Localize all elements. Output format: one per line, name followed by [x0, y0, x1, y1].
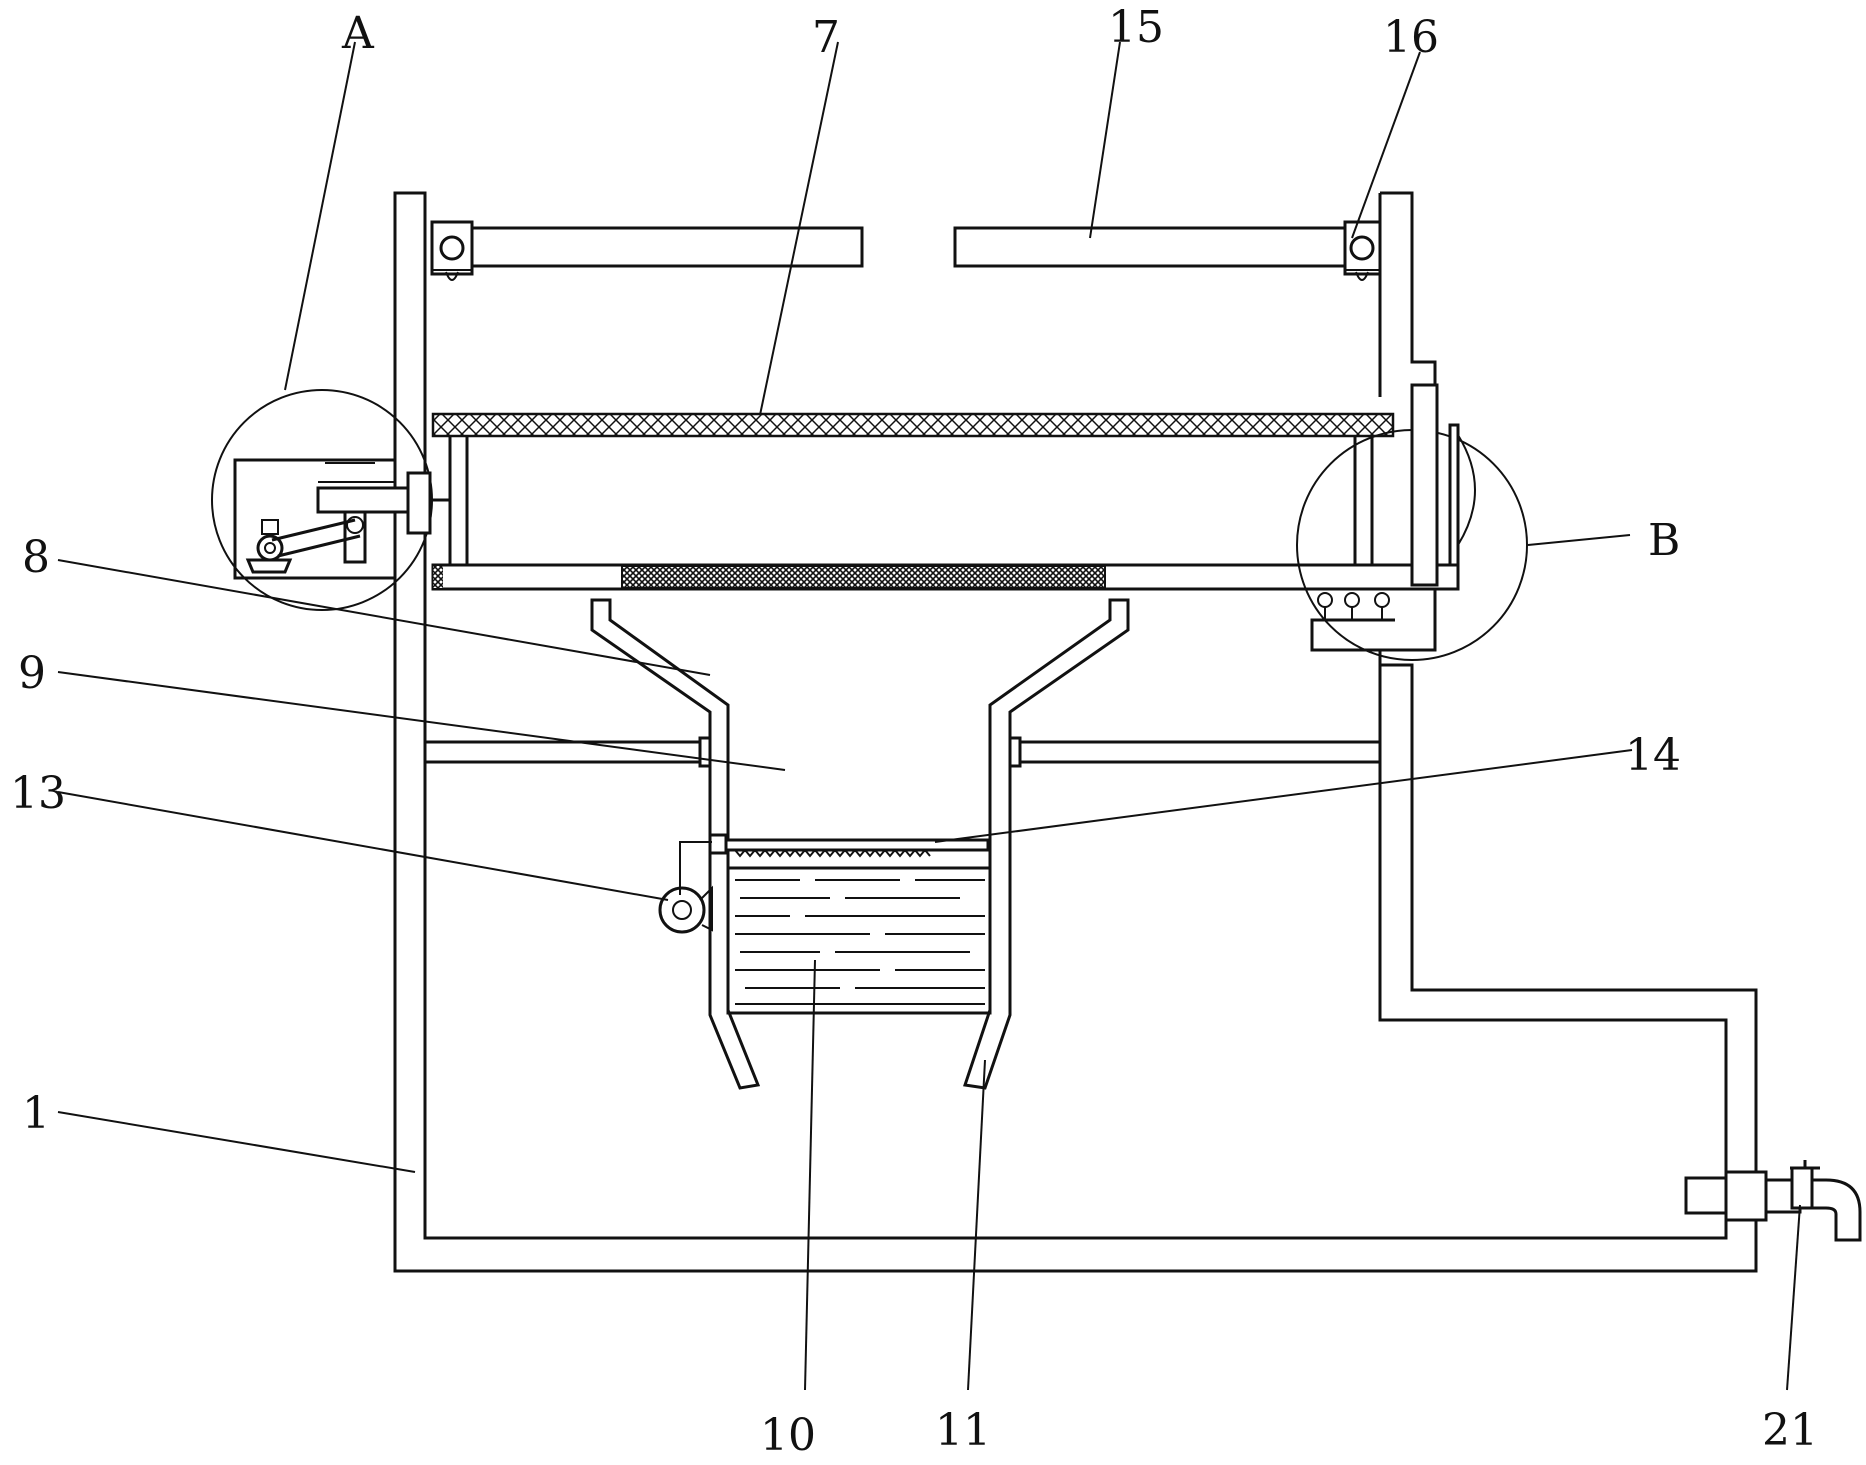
label-21: 21 — [1762, 1405, 1818, 1456]
label-7: 7 — [812, 12, 840, 63]
pump — [658, 885, 713, 934]
label-9: 9 — [18, 648, 46, 699]
roller-row — [1317, 592, 1390, 620]
funnel — [590, 598, 1130, 1090]
label-13: 13 — [10, 768, 66, 819]
reference-labels: A 7 15 16 8 9 13 14 B 1 10 11 21 — [10, 2, 1818, 1461]
outlet-valve — [1684, 1160, 1862, 1242]
label-1: 1 — [22, 1088, 50, 1139]
label-a: A — [341, 8, 375, 59]
filter-screen — [431, 412, 1395, 565]
water-lines — [735, 879, 985, 1005]
support-rods — [423, 736, 1382, 768]
label-11: 11 — [935, 1405, 991, 1456]
lower-frame — [431, 563, 1460, 591]
water-body — [726, 866, 992, 1015]
label-16: 16 — [1383, 12, 1439, 63]
detail-circle-b — [1296, 383, 1528, 661]
label-10: 10 — [760, 1410, 816, 1461]
label-14: 14 — [1625, 730, 1681, 781]
detail-circle-a — [211, 389, 450, 611]
spray-pipe — [679, 833, 990, 895]
label-15: 15 — [1108, 2, 1164, 53]
label-8: 8 — [22, 532, 50, 583]
tank-body — [393, 191, 1758, 1273]
leader-lines — [57, 41, 1801, 1391]
label-b: B — [1648, 515, 1680, 566]
top-lids — [430, 220, 1382, 281]
